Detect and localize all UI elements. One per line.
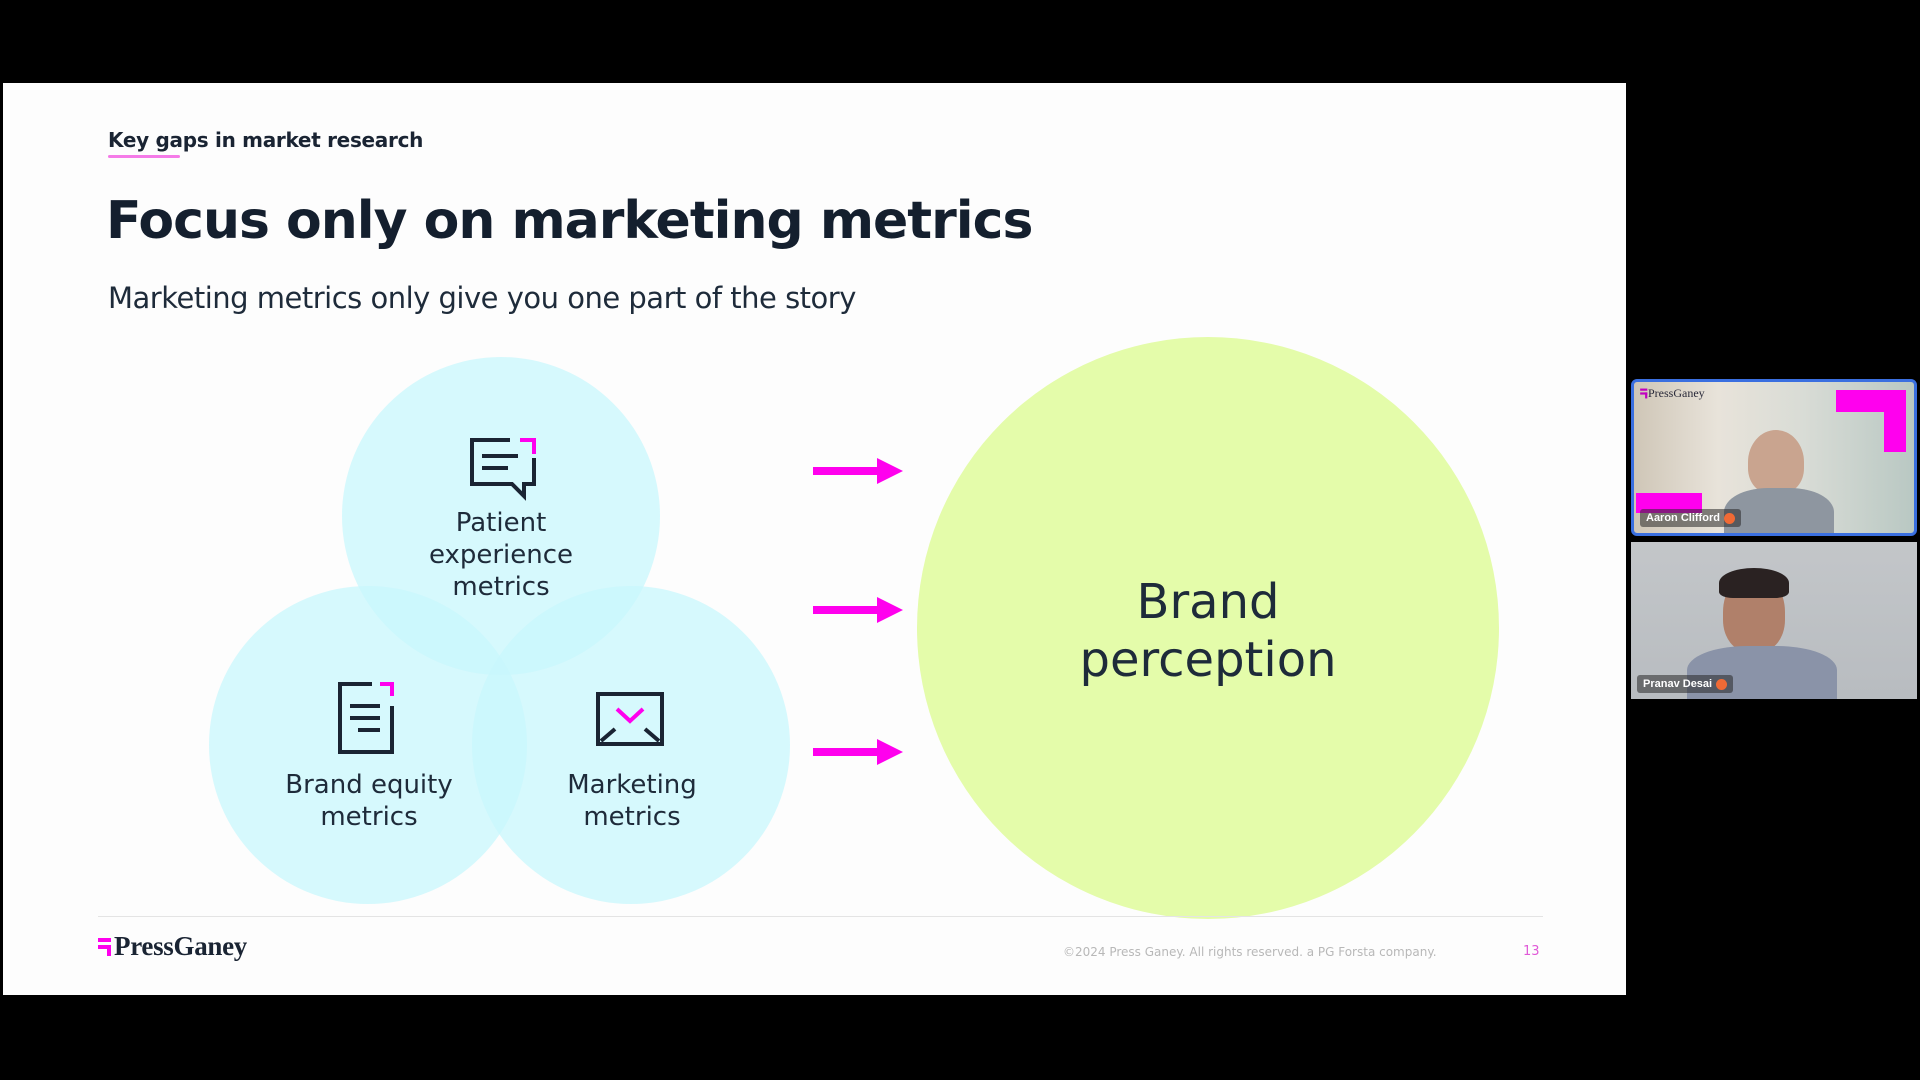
arrow-right-icon xyxy=(813,597,903,623)
eyebrow-underline xyxy=(108,155,180,158)
slide-title: Focus only on marketing metrics xyxy=(106,191,1033,251)
page-number: 13 xyxy=(1523,944,1540,959)
participant-video-tile[interactable]: PressGaney Aaron Clifford xyxy=(1631,379,1917,536)
participant-face xyxy=(1748,430,1804,494)
background-accent-shape xyxy=(1636,493,1702,513)
press-ganey-logo: PressGaney xyxy=(98,931,247,962)
brand-perception-label: Brand perception xyxy=(1079,574,1337,688)
participant-name-tag: Aaron Clifford xyxy=(1640,509,1741,527)
arrow-right-icon xyxy=(813,458,903,484)
slide-eyebrow: Key gaps in market research xyxy=(108,128,424,152)
mic-status-icon xyxy=(1716,678,1728,690)
mic-status-icon xyxy=(1723,512,1735,524)
chat-bubble-icon xyxy=(470,438,536,501)
brand-perception-circle xyxy=(917,337,1499,919)
patient-experience-label: Patient experience metrics xyxy=(428,508,574,602)
arrow-right-icon xyxy=(813,739,903,765)
participant-name-tag: Pranav Desai xyxy=(1637,675,1734,693)
marketing-label: Marketing metrics xyxy=(567,770,697,832)
background-accent-shape xyxy=(1884,390,1906,452)
footer-divider xyxy=(98,916,1543,917)
copyright-text: ©2024 Press Ganey. All rights reserved. … xyxy=(1063,945,1437,959)
background-logo: PressGaney xyxy=(1640,386,1705,401)
participant-hair xyxy=(1719,568,1789,598)
participant-video-tile[interactable]: Pranav Desai xyxy=(1631,542,1917,699)
document-icon xyxy=(338,682,394,754)
logo-mark-icon xyxy=(98,937,111,956)
slide-subtitle: Marketing metrics only give you one part… xyxy=(108,281,856,315)
envelope-icon xyxy=(596,692,664,746)
participant-body xyxy=(1724,488,1834,533)
presentation-slide: Key gaps in market research Focus only o… xyxy=(3,83,1626,995)
logo-mark-icon xyxy=(1640,388,1648,399)
brand-equity-label: Brand equity metrics xyxy=(285,770,453,832)
